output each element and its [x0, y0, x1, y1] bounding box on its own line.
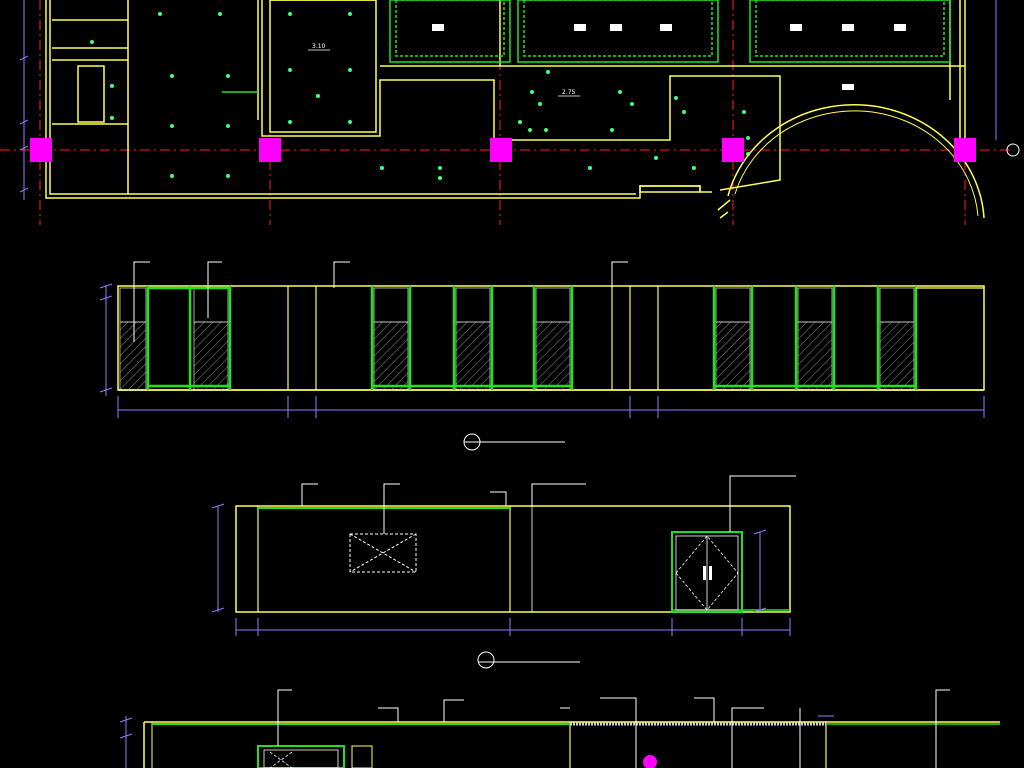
- elevation-a-yellow-frames: [287, 286, 984, 390]
- plan-walls: [45, 0, 966, 219]
- elevation-a-leaders: [133, 261, 628, 342]
- elevation-a-hatched-panels: [119, 321, 915, 391]
- level-labels: 3.10 2.75: [308, 43, 580, 97]
- column-markers: [30, 138, 976, 162]
- panel-fixtures: [432, 24, 906, 90]
- light-fixtures: [90, 12, 750, 180]
- elevation-c-leaders: [277, 689, 950, 768]
- elevation-b-dimensions: [211, 503, 791, 636]
- elevation-b: [211, 475, 796, 669]
- elevation-a-dimensions: [99, 283, 985, 418]
- elevation-a-caps: [119, 287, 915, 323]
- axis-bubble: [1006, 143, 1020, 157]
- elevation-b-leaders: [301, 475, 796, 534]
- elevation-a-title: [463, 433, 565, 451]
- elevation-b-fixture: [349, 533, 417, 573]
- curved-wall: [727, 104, 985, 219]
- elevation-a-mullions: [146, 286, 918, 390]
- axis-grid: [0, 0, 1010, 225]
- elevation-c-dimensions: [119, 715, 834, 768]
- elevation-b-door: [671, 531, 743, 613]
- level-label-2: 2.75: [562, 89, 576, 96]
- elevation-c: [119, 689, 1000, 768]
- level-label-1: 3.10: [312, 43, 326, 50]
- curved-wall-inner: [734, 110, 979, 217]
- elevation-b-title: [477, 651, 580, 669]
- floor-plan: 3.10 2.75: [0, 0, 1020, 225]
- plan-dimensions: [19, 0, 997, 200]
- elevation-a: [99, 261, 985, 451]
- ceiling-panels: [269, 0, 951, 133]
